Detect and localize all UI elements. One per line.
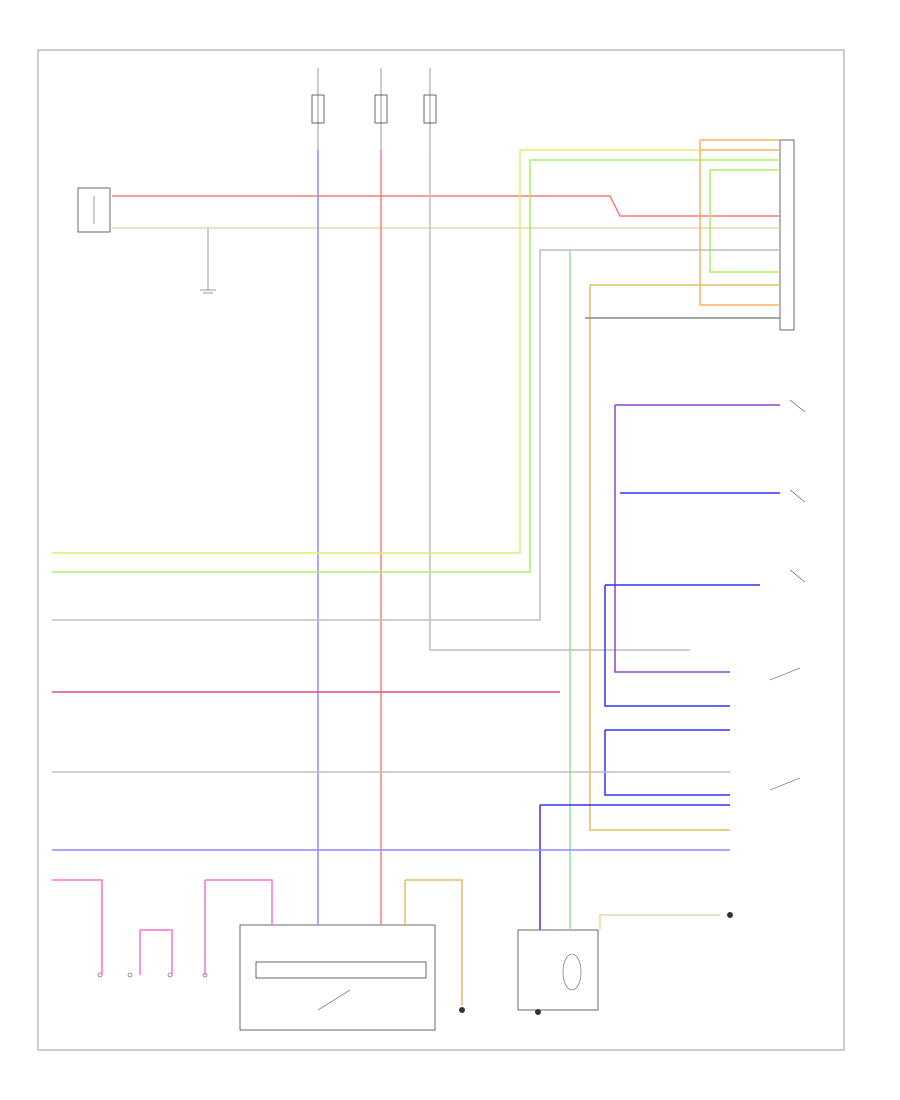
- solenoid: [517, 929, 599, 1015]
- wires: [52, 139, 780, 1005]
- yellow-wire-left: [52, 149, 700, 554]
- ground-symbol-b: [459, 1007, 465, 1013]
- ecm-connector-top: [779, 139, 795, 331]
- sensor-switch-a: [789, 399, 806, 413]
- diagram-frame: [37, 49, 845, 1051]
- green-wire-left: [52, 159, 780, 573]
- gold-wire-mid: [589, 284, 780, 831]
- pink-wire-left: [52, 879, 103, 975]
- sensor-switch-b: [789, 489, 806, 503]
- orange-wire-bus: [699, 140, 780, 306]
- pressure-switch: [789, 569, 806, 583]
- switch-bottom-left-b: [167, 972, 208, 978]
- fuse-block-mid: [374, 68, 388, 150]
- switch-bottom-left-a: [97, 972, 133, 978]
- blue-dark-wire-4: [539, 804, 730, 930]
- pink-wire-mid: [139, 929, 173, 975]
- sensor-c: [727, 912, 733, 918]
- fuse-block-right: [423, 68, 437, 150]
- gold-wire-bottom: [404, 879, 463, 1005]
- blue-dark-wire-3: [604, 729, 730, 796]
- relay-left: [77, 187, 111, 233]
- switch-right: [769, 667, 801, 791]
- green-wire-right: [709, 169, 780, 273]
- gray-wire-left: [52, 249, 780, 621]
- blue-dark-wire-2: [604, 584, 760, 707]
- red-wire-top: [112, 195, 780, 217]
- pink-wire-right: [204, 879, 273, 975]
- combination-meter: [239, 924, 436, 1031]
- violet-wire: [614, 404, 780, 673]
- fuse-block-left: [311, 68, 325, 150]
- gray-wire-top: [429, 150, 690, 651]
- tan-wire-bottom: [599, 914, 720, 930]
- ground-symbol-a: [200, 228, 216, 294]
